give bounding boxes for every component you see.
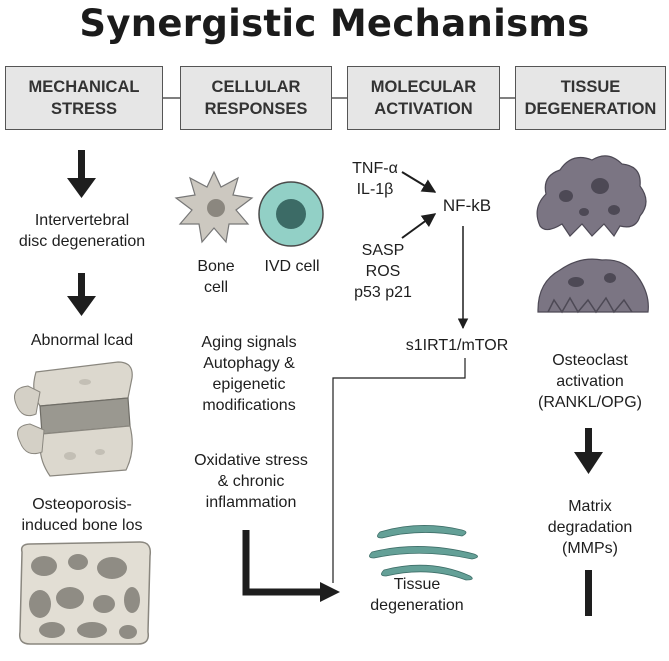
header-line: CELLULAR [211, 78, 301, 96]
text-line: Matrix [568, 498, 612, 515]
line-sirt-to-tissue [332, 358, 466, 583]
disc-degeneration-label: Intervertebral disc degeneration [4, 210, 160, 252]
text-line: ROS [365, 263, 401, 280]
text-line: (RANKL/OPG) [537, 394, 642, 411]
text-line: Osteoporosis- [32, 496, 132, 513]
nfkb-label: NF-kB [432, 195, 502, 216]
text-line: modifications [202, 397, 296, 414]
text-line: epigenetic [212, 376, 286, 393]
arrow-down-disc [67, 150, 96, 198]
ivd-cell-illustration [258, 181, 324, 247]
header-line: MECHANICAL [28, 78, 140, 96]
arrow-down-load [67, 273, 96, 316]
bone-cell-illustration [174, 170, 254, 244]
arrow-to-tissue [242, 530, 322, 596]
stress-factors-label: SASP ROS p53 p21 [338, 240, 428, 303]
header-line: STRESS [50, 100, 118, 118]
header-molecular-activation: MOLECULAR ACTIVATION [347, 66, 500, 130]
text-line: degradation [547, 519, 633, 536]
text-line: Bone [197, 258, 235, 275]
porous-bone-illustration [18, 541, 152, 645]
text-line: Abnormal lcad [30, 332, 134, 349]
arrow-down-matrix [574, 428, 603, 474]
arrow-head-to-tissue [320, 582, 340, 602]
sirt-mtor-label: s1IRT1/mTOR [392, 335, 522, 356]
text-line: activation [556, 373, 624, 390]
text-line: (MMPs) [562, 540, 618, 557]
page-title: Synergistic Mechanisms [79, 2, 590, 45]
bar-matrix-continuation [585, 570, 592, 616]
text-line: SASP [361, 242, 405, 259]
text-line: s1IRT1/mTOR [405, 337, 509, 354]
bone-cell-label: Bone cell [186, 256, 246, 298]
text-line: disc degeneration [18, 233, 146, 250]
text-line: Tissue [393, 576, 441, 593]
text-line: IVD cell [264, 258, 320, 275]
header-cellular-responses: CELLULAR RESPONSES [180, 66, 332, 130]
arrow-cytokines-to-nfkb [401, 171, 437, 193]
abnormal-load-label: Abnormal lcad [4, 330, 160, 351]
header-tissue-degeneration: TISSUE DEGENERATION [515, 66, 666, 130]
text-line: IL-1β [356, 181, 394, 198]
tissue-degeneration-label: Tissue degeneration [352, 574, 482, 616]
text-line: Osteoclast [552, 352, 628, 369]
header-line: DEGENERATION [524, 100, 657, 118]
osteoclast-illustration-top [536, 155, 647, 238]
header-line: ACTIVATION [374, 100, 473, 118]
text-line: p53 p21 [354, 284, 412, 301]
osteoporosis-label: Osteoporosis- induced bone los [4, 494, 160, 536]
header-line: TISSUE [560, 78, 621, 96]
ivd-cell-label: IVD cell [252, 256, 332, 277]
aging-signals-label: Aging signals Autophagy & epigenetic mod… [176, 332, 322, 416]
header-line: MOLECULAR [370, 78, 477, 96]
text-line: inflammation [205, 494, 297, 511]
header-line: RESPONSES [204, 100, 308, 118]
text-line: Oxidative stress [194, 452, 308, 469]
text-line: induced bone los [21, 517, 143, 534]
arrow-sasp-to-nfkb [401, 213, 437, 239]
text-line: Intervertebral [34, 212, 130, 229]
header-mechanical-stress: MECHANICAL STRESS [5, 66, 163, 130]
text-line: degeneration [370, 597, 464, 614]
osteoclast-activation-label: Osteoclast activation (RANKL/OPG) [515, 350, 665, 413]
text-line: Aging signals [201, 334, 297, 351]
matrix-degradation-label: Matrix degradation (MMPs) [515, 496, 665, 559]
cytokine-label: TNF-α IL-1β [340, 158, 410, 200]
text-line: & chronic [217, 473, 285, 490]
tissue-fiber-illustration [369, 525, 478, 581]
vertebra-illustration [14, 361, 133, 477]
text-line: NF-kB [442, 196, 492, 215]
text-line: TNF-α [352, 160, 398, 177]
osteoclast-illustration-bottom [537, 258, 649, 314]
text-line: Autophagy & [203, 355, 295, 372]
text-line: cell [203, 279, 228, 296]
oxidative-stress-label: Oxidative stress & chronic inflammation [176, 450, 326, 513]
